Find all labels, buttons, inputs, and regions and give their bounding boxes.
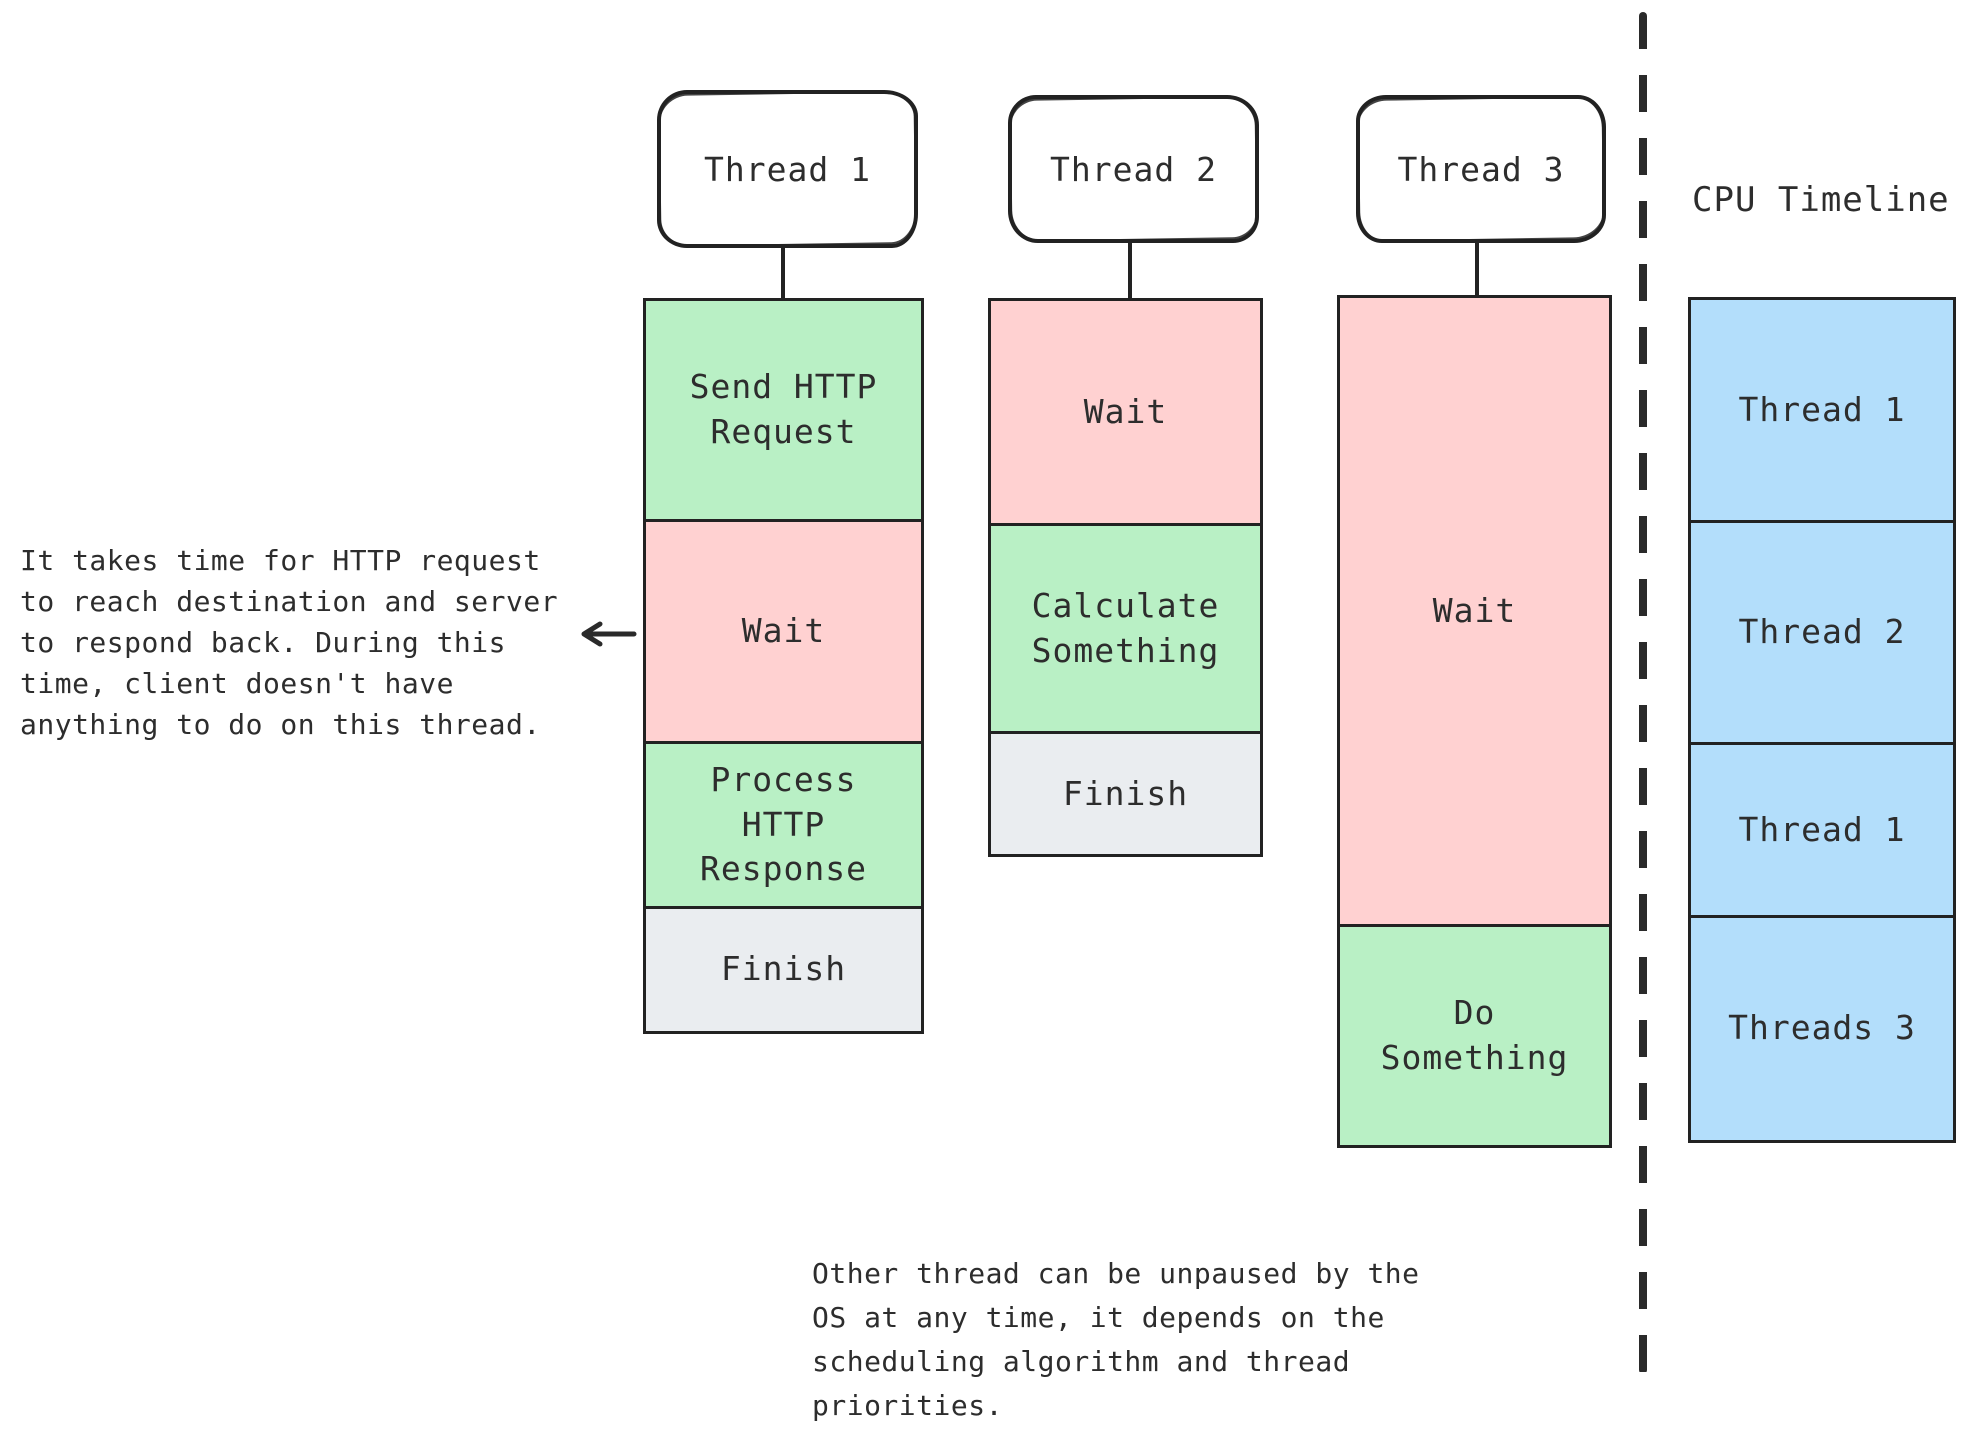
block-label: Wait: [741, 611, 826, 651]
block-label: Wait: [1432, 590, 1517, 630]
cpu-slot-thread-1: Thread 1: [1688, 297, 1956, 523]
block-label: Send HTTP Request: [689, 367, 878, 451]
thread-3-connector-line: [1475, 233, 1479, 297]
block-label: Threads 3: [1728, 1008, 1916, 1048]
thread-2-calculate-something-block: Calculate Something: [988, 522, 1263, 735]
block-label: Do Something: [1380, 992, 1569, 1077]
block-label: Thread 1: [1738, 809, 1906, 849]
thread-2-box: Thread 2: [1008, 95, 1259, 243]
block-label: Thread 2: [1738, 612, 1906, 652]
block-label: Process HTTP Response: [700, 760, 867, 889]
thread-3-box-label: Thread 3: [1397, 149, 1565, 189]
thread-1-wait-block: Wait: [643, 518, 924, 745]
block-label: Finish: [720, 949, 847, 989]
thread-3-wait-block: Wait: [1337, 295, 1612, 927]
thread-2-box-label: Thread 2: [1050, 149, 1217, 189]
thread-1-box: Thread 1: [657, 90, 918, 248]
thread-3-box: Thread 3: [1356, 95, 1606, 243]
thread-3-block-stack: Wait Do Something: [1337, 295, 1612, 1148]
thread-2-connector-line: [1128, 233, 1132, 300]
scheduler-note: Other thread can be unpaused by the OS a…: [812, 1257, 1420, 1422]
block-label: Finish: [1062, 773, 1189, 813]
thread-3-do-something-block: Do Something: [1337, 923, 1612, 1148]
cpu-timeline-stack: Thread 1 Thread 2 Thread 1 Threads 3: [1688, 297, 1956, 1143]
cpu-slot-thread-1-again: Thread 1: [1688, 742, 1956, 918]
thread-2-block-stack: Wait Calculate Something Finish: [988, 298, 1263, 857]
cpu-timeline-title: CPU Timeline: [1692, 180, 1950, 220]
thread-1-connector-line: [781, 238, 785, 300]
thread-1-finish-block: Finish: [643, 905, 924, 1034]
cpu-timeline-divider-dashed-line: [1639, 12, 1647, 1374]
left-arrow-icon: [581, 621, 637, 647]
thread-2-finish-block: Finish: [988, 731, 1263, 857]
block-label: Wait: [1083, 391, 1168, 431]
cpu-slot-threads-3: Threads 3: [1688, 914, 1956, 1143]
thread-1-process-http-response-block: Process HTTP Response: [643, 741, 924, 909]
thread-1-box-label: Thread 1: [704, 149, 871, 189]
block-label: Thread 1: [1738, 389, 1906, 429]
http-wait-note: It takes time for HTTP request to reach …: [20, 544, 559, 741]
block-label: Calculate Something: [1031, 585, 1220, 670]
cpu-slot-thread-2: Thread 2: [1688, 519, 1956, 746]
thread-1-send-http-request-block: Send HTTP Request: [643, 298, 924, 522]
thread-2-wait-block: Wait: [988, 298, 1263, 526]
thread-1-block-stack: Send HTTP Request Wait Process HTTP Resp…: [643, 298, 924, 1034]
